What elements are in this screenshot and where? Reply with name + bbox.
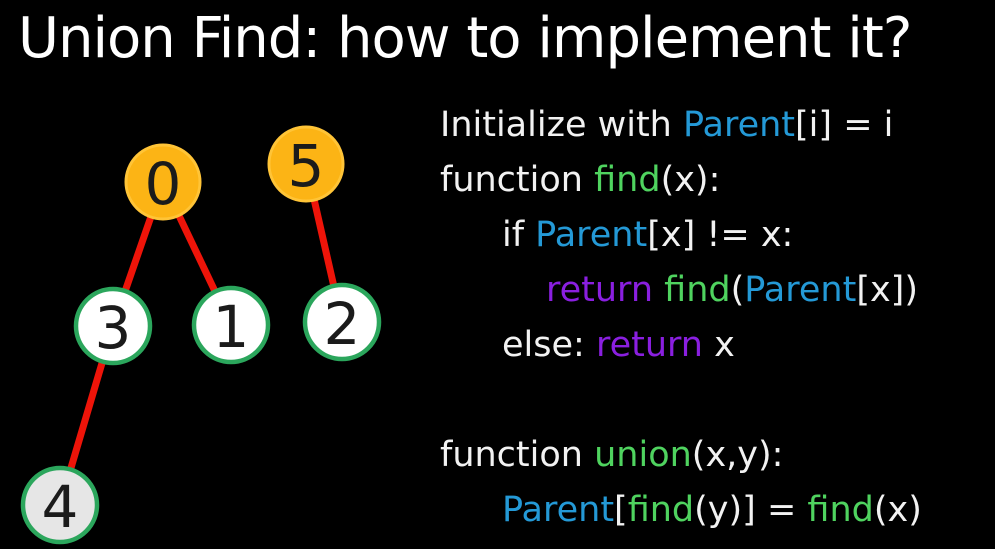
tree-node-5: 5 [267,125,345,203]
code-token: if [502,214,536,255]
code-token: Initialize with [440,104,683,145]
code-line: if Parent[x] != x: [440,207,922,262]
code-token: union [594,434,692,475]
code-token: return [546,269,665,310]
code-token: ( [730,269,745,310]
code-token: function [440,434,595,475]
code-token: Parent [682,104,796,145]
code-token: find [594,159,661,200]
tree-node-label: 2 [324,290,361,358]
code-token: [i] = i [795,104,894,145]
code-token: function [440,159,595,200]
code-token: (x): [660,159,721,200]
tree-node-circle [73,286,153,366]
tree-node-label: 1 [213,293,250,361]
code-token: x [702,324,735,365]
code-line: return find(Parent[x]) [440,262,922,317]
tree-node-circle [191,285,271,365]
code-line: function find(x): [440,152,922,207]
code-token: find [627,489,695,530]
tree-node-label: 3 [95,294,132,362]
tree-node-0: 0 [124,143,202,221]
code-line: Parent[find(y)] = find(x) [440,482,922,537]
code-token: return [595,324,703,365]
tree-node-2: 2 [302,282,382,362]
code-token: (x) [873,489,922,530]
code-line: function union(x,y): [440,427,922,482]
tree-node-3: 3 [73,286,153,366]
tree-node-circle [302,282,382,362]
code-token: else: [502,324,596,365]
tree-node-label: 0 [145,150,182,218]
code-token: (x,y): [691,434,784,475]
page-title: Union Find: how to implement it? [18,6,913,71]
tree-node-circle [124,143,202,221]
code-token: [ [614,489,628,530]
code-line: Initialize with Parent[i] = i [440,97,922,152]
tree-node-circle [267,125,345,203]
code-line: else: return x [440,317,922,372]
code-line-blank [440,372,922,427]
code-token: Parent [502,489,615,530]
code-token: find [664,269,731,310]
code-token: [x] != x: [647,214,794,255]
code-token: [x]) [856,269,918,310]
code-token: Parent [535,214,648,255]
code-token: find [807,489,874,530]
code-token: (y)] = [694,489,808,530]
tree-node-1: 1 [191,285,271,365]
union-find-tree: 0 5 3 1 2 4 [20,125,382,545]
tree-node-label: 5 [288,132,325,200]
tree-node-label: 4 [42,473,79,541]
tree-node-circle [20,465,100,545]
code-token: Parent [744,269,857,310]
tree-node-4: 4 [20,465,100,545]
